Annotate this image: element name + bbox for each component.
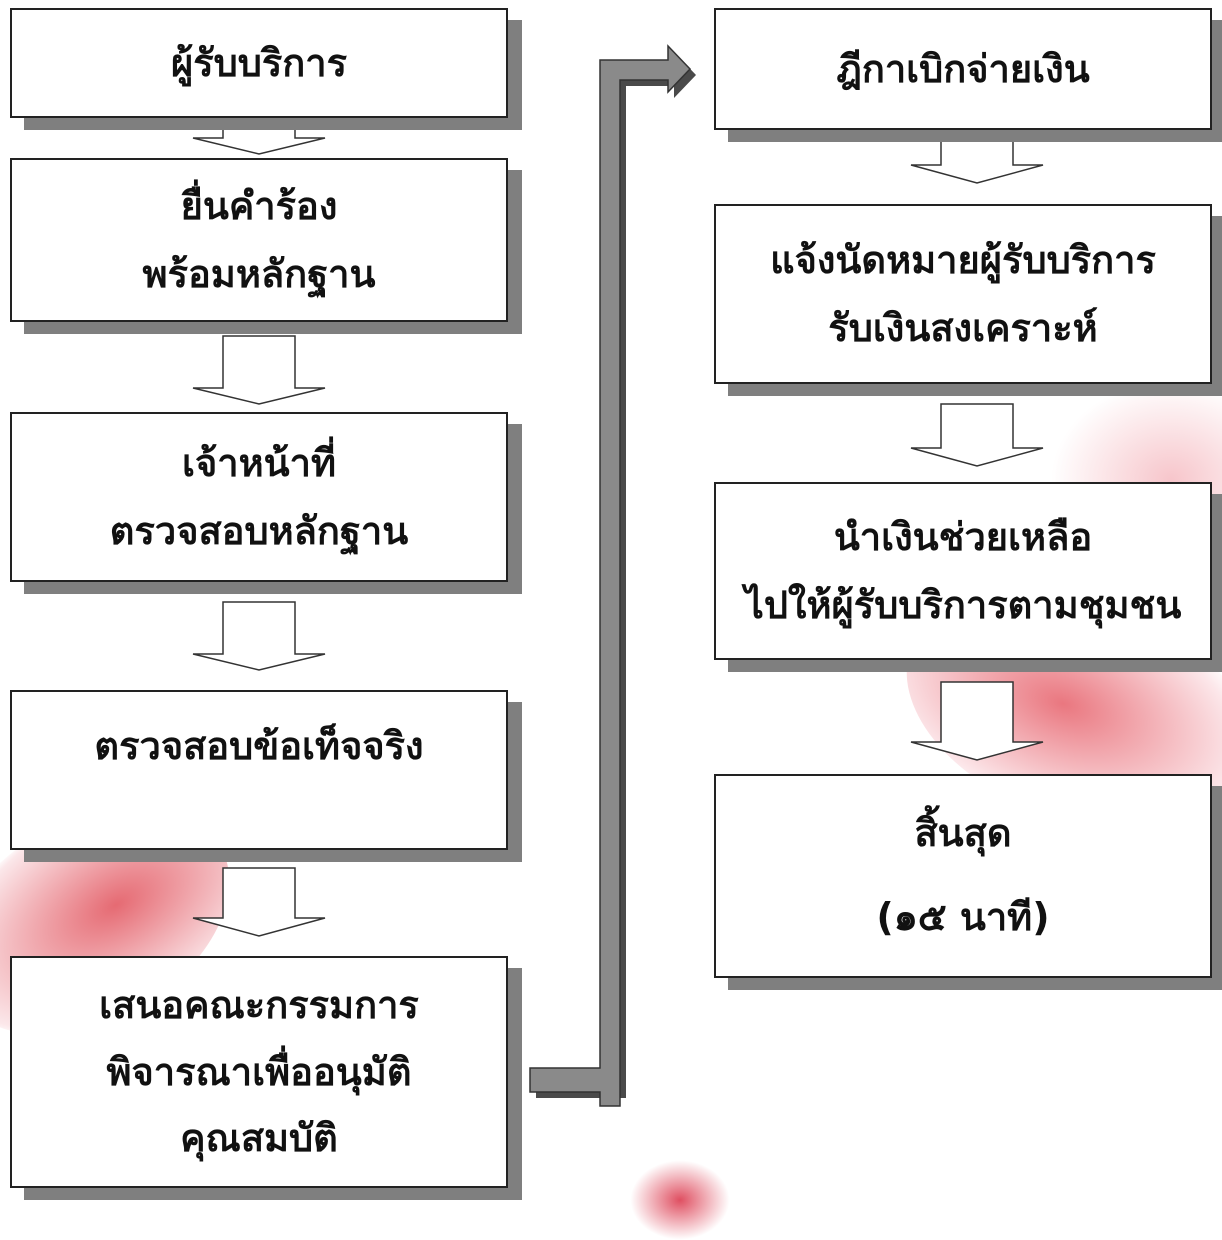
step-9-line-1: สิ้นสุด [914,811,1012,856]
step-5-line-2: พิจารณาเพื่ออนุมัติ [106,1049,412,1094]
step-4-line-1: ตรวจสอบข้อเท็จจริง [94,724,424,768]
step-7-line-2: รับเงินสงเคราะห์ [828,306,1098,350]
down-arrow-1 [192,127,326,155]
down-arrow-6 [910,403,1044,467]
step-verify-facts: ตรวจสอบข้อเท็จจริง [10,690,508,850]
step-7-line-1: แจ้งนัดหมายผู้รับบริการ [770,237,1156,282]
step-officer-check: เจ้าหน้าที่ ตรวจสอบหลักฐาน [10,412,508,582]
step-8-line-1: นำเงินช่วยเหลือ [833,514,1093,559]
step-service-recipient: ผู้รับบริการ [10,8,508,118]
step-1-line-1: ผู้รับบริการ [170,40,348,85]
step-5-line-3: คุณสมบัติ [180,1116,338,1161]
step-submit-request: ยื่นคำร้อง พร้อมหลักฐาน [10,158,508,322]
down-arrow-4 [192,867,326,937]
step-committee-approval: เสนอคณะกรรมการ พิจารณาเพื่ออนุมัติ คุณสม… [10,956,508,1188]
down-arrow-5 [910,139,1044,184]
step-8-line-2: ไปให้ผู้รับบริการตามชุมชน [744,583,1182,627]
step-6-line-1: ฎีกาเบิกจ่ายเงิน [836,46,1090,91]
down-arrow-3 [192,601,326,671]
down-arrow-2 [192,335,326,405]
step-end: สิ้นสุด (๑๕ นาที) [714,774,1212,978]
flow-connectors [192,44,1044,1107]
step-9-line-2: (๑๕ นาที) [876,895,1050,939]
step-2-line-1: ยื่นคำร้อง [180,183,338,228]
step-3-line-2: ตรวจสอบหลักฐาน [109,509,409,553]
step-notify-appointment: แจ้งนัดหมายผู้รับบริการ รับเงินสงเคราะห์ [714,204,1212,384]
step-deliver-aid: นำเงินช่วยเหลือ ไปให้ผู้รับบริการตามชุมช… [714,482,1212,660]
down-arrow-7 [910,681,1044,761]
connector-to-right-column [529,44,692,1107]
step-5-line-1: เสนอคณะกรรมการ [99,983,419,1028]
step-2-line-2: พร้อมหลักฐาน [142,252,376,296]
step-disbursement: ฎีกาเบิกจ่ายเงิน [714,8,1212,130]
step-3-line-1: เจ้าหน้าที่ [181,440,336,485]
